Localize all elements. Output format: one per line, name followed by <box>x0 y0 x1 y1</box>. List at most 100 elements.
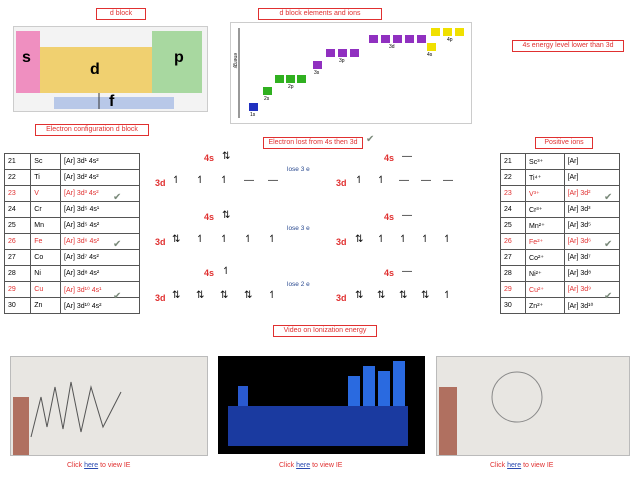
level-3p: 3p <box>339 58 345 64</box>
video-thumbnail-1[interactable] <box>10 356 208 456</box>
view-ie-link-1[interactable]: here <box>84 462 99 469</box>
check-icon-lost: ✔ <box>366 134 375 145</box>
orbital-4s-right: — <box>402 210 412 221</box>
orbital-4s-left: ⇅ <box>222 151 231 162</box>
orbital-3d-box-left: ↿ <box>220 175 229 186</box>
element-cfg-cell: [Ar] 3d⁵ 4s² <box>60 217 140 234</box>
level-1s: 1s <box>250 112 256 118</box>
ion-cfg-cell: [Ar] 3d¹⁰ <box>563 297 621 314</box>
element-sym-cell: Ti <box>30 169 62 186</box>
graph-board-graphic <box>13 381 122 455</box>
ion-n-cell: 21 <box>499 153 527 170</box>
orbital-3d-box-left: ↿ <box>172 175 181 186</box>
element-cfg-cell: [Ar] 3d¹⁰ 4s² <box>60 297 140 314</box>
video-thumbnail-3[interactable] <box>436 356 630 456</box>
element-n-cell: 28 <box>3 265 32 282</box>
lose-electrons-label: lose 3 e <box>287 225 310 232</box>
element-sym-cell: V <box>30 185 62 202</box>
periodic-d-label: d <box>90 61 100 78</box>
element-n-cell: 26 <box>3 233 32 250</box>
caption-pre-2: Click <box>279 462 297 469</box>
video-caption-3: Click here to view IE <box>490 462 553 469</box>
element-sym-cell: Mn <box>30 217 62 234</box>
check-icon: ✔ <box>604 291 613 302</box>
ion-n-cell: 24 <box>499 201 527 218</box>
check-icon: ✔ <box>113 192 122 203</box>
3d-periodic-graphic <box>228 361 408 446</box>
element-sym-cell: Ni <box>30 265 62 282</box>
orbital-4s-left: ↿ <box>222 266 231 277</box>
element-sym-cell: Fe <box>30 233 62 250</box>
caption-post-3: to view IE <box>521 462 554 469</box>
orbital-3d-box-right: — <box>399 175 409 186</box>
orbital-3d-box-right: ↿ <box>443 234 452 245</box>
ion-cfg-cell: [Ar] 3d³ <box>563 201 621 218</box>
orbital-3d-box-right: ↿ <box>355 175 364 186</box>
check-icon: ✔ <box>604 239 613 250</box>
orbital-3d-box-left: ↿ <box>268 234 277 245</box>
ion-cfg-cell: [Ar] 3d⁸ <box>563 265 621 282</box>
orbital-4s-label-left: 4s <box>204 212 215 222</box>
ion-cfg-cell: [Ar] <box>563 153 621 170</box>
element-n-cell: 21 <box>3 153 32 170</box>
element-n-cell: 29 <box>3 281 32 298</box>
orbital-4s-label-right: 4s <box>384 268 395 278</box>
view-ie-link-2[interactable]: here <box>296 462 311 469</box>
energy-axis-label: energy <box>232 53 238 69</box>
periodic-table-image: s d p f <box>13 26 208 112</box>
view-ie-link-3[interactable]: here <box>507 462 522 469</box>
element-cfg-cell: [Ar] 3d⁵ 4s¹ <box>60 201 140 218</box>
whiteboard-graphic <box>439 371 543 455</box>
ion-sym-cell: Cu²⁺ <box>525 281 565 298</box>
element-cfg-cell: [Ar] 3d⁸ 4s² <box>60 265 140 282</box>
element-cfg-cell: [Ar] 3d¹⁰ 4s¹ <box>60 281 140 298</box>
energy-level-diagram: energy 1s 2s 2p 3s 3p 3d 4s 4p <box>230 22 472 124</box>
ion-sym-cell: Mn²⁺ <box>525 217 565 234</box>
orbital-4s-label-left: 4s <box>204 268 215 278</box>
ion-sym-cell: Co²⁺ <box>525 249 565 266</box>
ion-sym-cell: Sc³⁺ <box>525 153 565 170</box>
element-cfg-cell: [Ar] 3d⁶ 4s² <box>60 233 140 250</box>
ion-sym-cell: Ni²⁺ <box>525 265 565 282</box>
video-label: Video on Ionization energy <box>273 325 377 337</box>
ion-n-cell: 28 <box>499 265 527 282</box>
caption-post-1: to view IE <box>98 462 131 469</box>
orbital-3d-box-left: ↿ <box>196 234 205 245</box>
orbital-3d-label-left: 3d <box>155 237 166 247</box>
ion-sym-cell: Ti⁴⁺ <box>525 169 565 186</box>
element-cfg-cell: [Ar] 3d⁷ 4s² <box>60 249 140 266</box>
element-n-cell: 23 <box>3 185 32 202</box>
element-n-cell: 27 <box>3 249 32 266</box>
element-n-cell: 30 <box>3 297 32 314</box>
element-sym-cell: Cr <box>30 201 62 218</box>
check-icon: ✔ <box>113 239 122 250</box>
element-cfg-cell: [Ar] 3d³ 4s² <box>60 185 140 202</box>
ion-sym-cell: V³⁺ <box>525 185 565 202</box>
orbital-3d-box-left: ↿ <box>220 234 229 245</box>
element-cfg-cell: [Ar] 3d¹ 4s² <box>60 153 140 170</box>
orbital-3d-box-right: ↿ <box>377 234 386 245</box>
ion-n-cell: 29 <box>499 281 527 298</box>
orbital-4s-right: — <box>402 151 412 162</box>
orbital-4s-right: — <box>402 266 412 277</box>
orbital-3d-box-left: — <box>268 175 278 186</box>
periodic-f-label: f <box>109 93 115 110</box>
lose-electrons-label: lose 3 e <box>287 166 310 173</box>
ion-n-cell: 30 <box>499 297 527 314</box>
video-thumbnail-2[interactable] <box>218 356 425 454</box>
ion-sym-cell: Zn²⁺ <box>525 297 565 314</box>
